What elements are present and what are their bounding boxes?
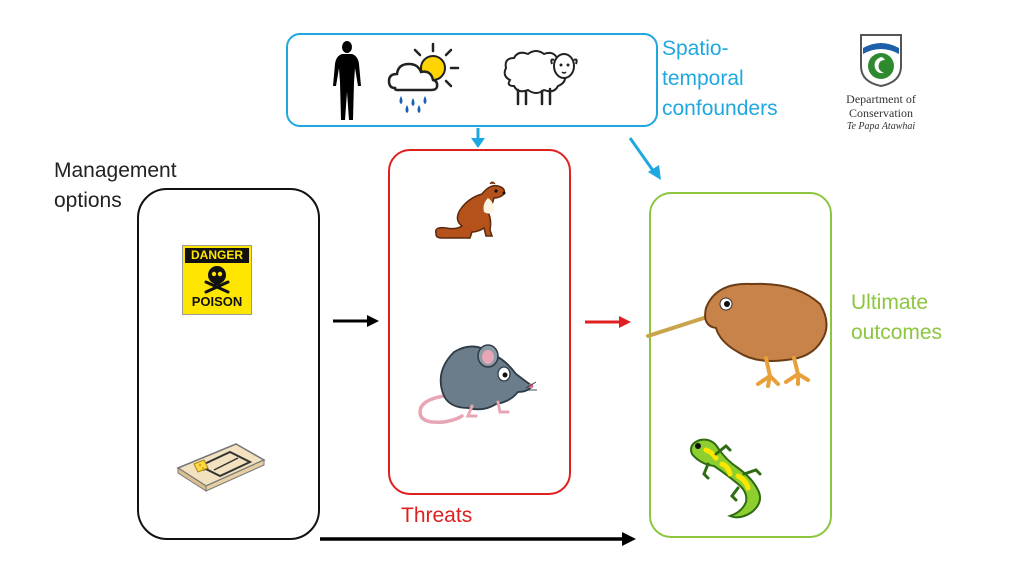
rat-icon <box>418 344 537 425</box>
poison-sign-icon: DANGER POISON <box>182 245 252 315</box>
doc-logo-line2: Conservation <box>849 106 913 120</box>
management-label-line1: Management <box>54 159 177 182</box>
arrow-management-to-threats <box>333 315 379 327</box>
gecko-icon <box>690 438 762 519</box>
doc-logo-line3: Te Papa Atawhai <box>846 121 916 132</box>
confounders-label-line2: temporal <box>662 67 744 90</box>
outcomes-label-line2: outcomes <box>851 321 943 344</box>
human-icon <box>333 41 361 120</box>
stoat-icon <box>434 181 506 239</box>
management-label-line2: options <box>54 189 122 212</box>
weather-icon <box>387 42 460 113</box>
outcomes-box <box>649 192 832 538</box>
poison-sign-top: DANGER <box>185 248 249 263</box>
arrow-threats-to-outcomes <box>585 316 631 328</box>
sheep-icon <box>503 50 578 106</box>
kiwi-icon <box>646 282 828 388</box>
poison-sign-bottom: POISON <box>191 294 243 309</box>
doc-logo-line1: Department of <box>846 92 916 106</box>
skull-crossbones-icon <box>204 266 230 294</box>
doc-logo-shield-icon <box>860 34 902 88</box>
confounders-label-line1: Spatio- <box>662 37 729 60</box>
mousetrap-icon <box>176 443 266 492</box>
management-label: Management options <box>54 156 177 216</box>
outcomes-label-line1: Ultimate <box>851 291 929 314</box>
management-box <box>137 188 320 540</box>
threats-box <box>388 149 571 495</box>
doc-logo: Department of Conservation Te Papa Atawh… <box>826 32 936 133</box>
outcomes-label: Ultimate outcomes <box>851 288 942 348</box>
arrow-confounders-to-threats <box>471 128 485 148</box>
threats-label: Threats <box>401 504 473 527</box>
confounders-label: Spatio- temporal confounders <box>662 34 778 124</box>
confounders-box <box>286 33 658 127</box>
confounders-label-line3: confounders <box>662 97 778 120</box>
arrow-confounders-to-outcomes <box>628 137 661 180</box>
arrow-management-to-outcomes <box>320 532 636 546</box>
